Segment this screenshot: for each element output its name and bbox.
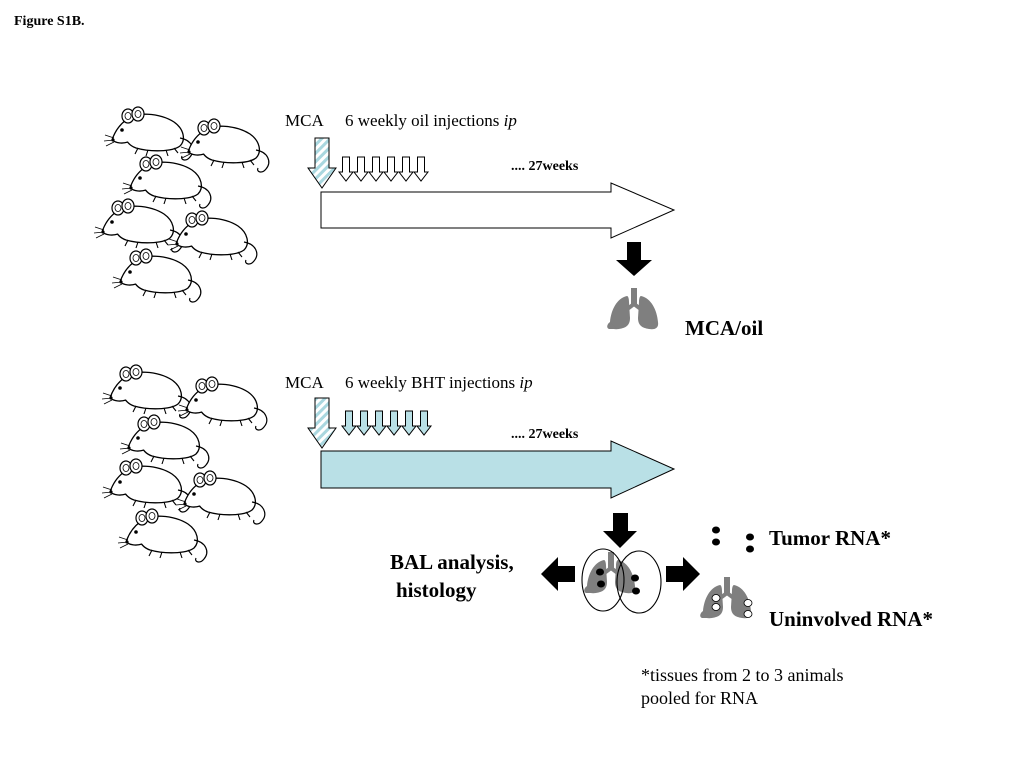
bht-lung-center <box>581 548 662 614</box>
oil-route-label: ip <box>503 111 517 130</box>
oil-mca-label: MCA <box>285 111 324 130</box>
figure-label: Figure S1B. <box>14 14 85 29</box>
mouse-icon <box>167 210 258 265</box>
bht-injection-label: 6 weekly BHT injections ip <box>345 373 533 392</box>
uninvolved-rna-label: Uninvolved RNA* <box>769 607 933 631</box>
mouse-icon <box>121 154 212 209</box>
bal-label-line1: BAL analysis, <box>390 550 514 574</box>
oil-injection-arrows <box>338 156 429 182</box>
mouse-icon <box>111 248 202 303</box>
oil-mca-arrow <box>307 137 337 189</box>
bht-injection-arrows <box>341 410 432 436</box>
tumor-circle-left <box>581 548 625 612</box>
oil-timeline-arrow <box>320 182 676 239</box>
mouse-icon <box>179 118 270 173</box>
rna-right-arrow <box>666 557 700 591</box>
mouse-icon <box>117 508 208 563</box>
bal-left-arrow <box>541 557 575 591</box>
tumor-rna-dots <box>712 526 754 553</box>
mouse-icon <box>101 458 192 513</box>
bht-mice-group <box>101 364 268 563</box>
bht-down-arrow <box>603 513 637 548</box>
oil-down-arrow <box>616 242 652 276</box>
mouse-icon <box>175 470 266 525</box>
oil-mice-group <box>93 106 270 303</box>
uninvolved-lung <box>698 575 754 621</box>
bht-timeline-arrow <box>320 440 676 499</box>
footnote-line2: pooled for RNA <box>641 688 758 708</box>
mouse-icon <box>93 198 184 253</box>
mouse-icon <box>177 376 268 431</box>
mca-oil-label: MCA/oil <box>685 316 764 340</box>
bht-duration-label: .... 27weeks <box>511 427 579 442</box>
oil-duration-label: .... 27weeks <box>511 159 579 174</box>
tumor-circle-right <box>616 550 662 614</box>
mouse-icon <box>103 106 194 161</box>
footnote-line1: *tissues from 2 to 3 animals <box>641 665 844 685</box>
lung-icon <box>698 575 754 621</box>
footnote: *tissues from 2 to 3 animals pooled for … <box>641 664 843 710</box>
bht-route-label: ip <box>519 373 533 392</box>
bht-mca-arrow <box>307 397 337 449</box>
lung-icon <box>605 286 661 332</box>
mouse-icon <box>101 364 192 419</box>
bal-label-line2: histology <box>396 578 477 602</box>
tumor-rna-label: Tumor RNA* <box>769 526 891 550</box>
oil-injection-label: 6 weekly oil injections ip <box>345 111 517 130</box>
lung-icon <box>582 550 638 596</box>
bht-mca-label: MCA <box>285 373 324 392</box>
